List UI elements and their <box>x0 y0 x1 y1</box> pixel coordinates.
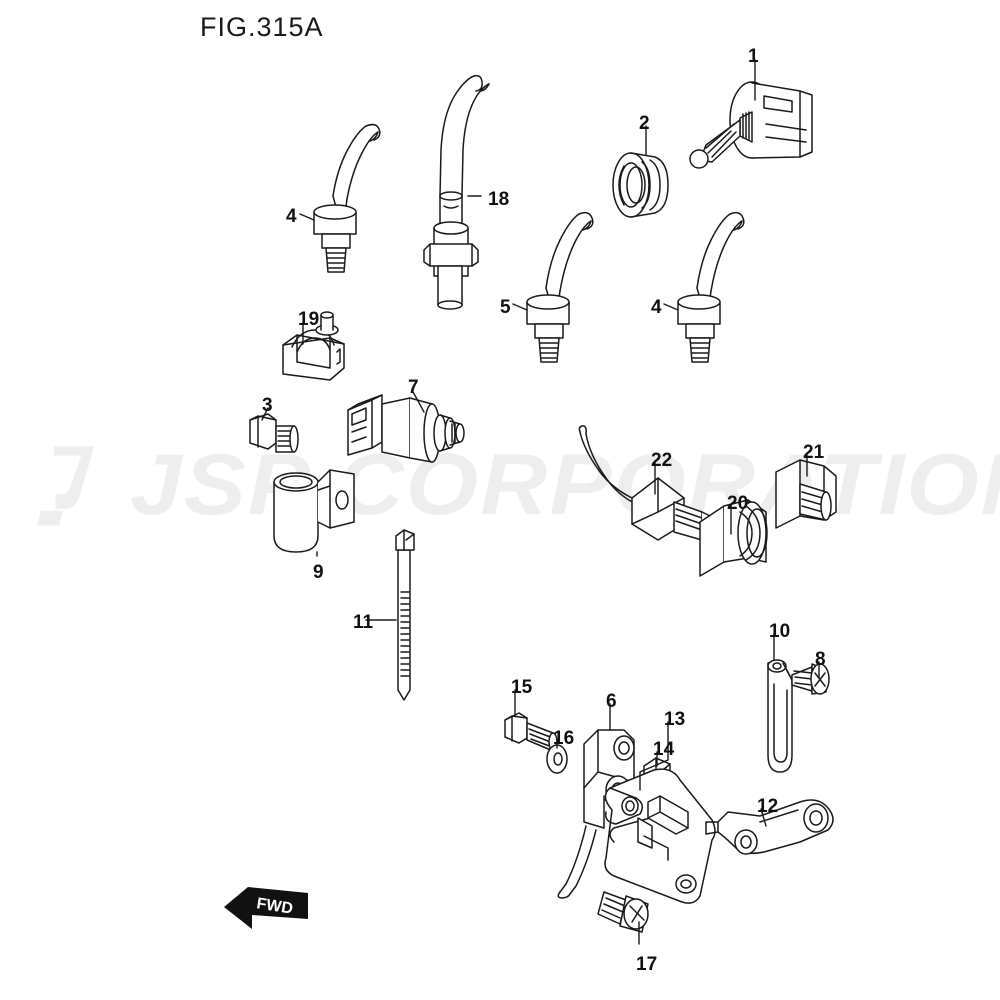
callout-21: 21 <box>803 442 825 463</box>
part-10-slotted-stay <box>767 659 793 773</box>
part-3-bolt <box>249 413 299 453</box>
part-11-cable-tie <box>395 529 415 701</box>
callout-2: 2 <box>639 113 650 134</box>
part-18-oxygen-sensor <box>423 74 490 310</box>
callout-15: 15 <box>511 677 533 698</box>
leader-lines <box>261 59 820 945</box>
part-17-flange-bolt <box>597 891 649 933</box>
callout-16: 16 <box>553 728 575 749</box>
callout-5: 5 <box>500 297 511 318</box>
part-7-pressure-switch <box>347 394 465 463</box>
callout-14: 14 <box>653 739 675 760</box>
callout-4b: 4 <box>651 297 662 318</box>
part-9-clamp-bracket <box>273 469 355 553</box>
callout-12: 12 <box>757 796 779 817</box>
part-8-phillips-screw <box>791 663 830 695</box>
callout-17: 17 <box>636 954 658 975</box>
callout-6: 6 <box>606 691 617 712</box>
callout-4a: 4 <box>286 206 297 227</box>
callout-3: 3 <box>262 395 273 416</box>
callout-13: 13 <box>664 709 686 730</box>
part-15-hex-bolt <box>504 712 558 752</box>
callout-7: 7 <box>408 377 419 398</box>
part-16-washer <box>546 744 568 774</box>
part-13-bracket-plate <box>604 768 716 904</box>
callout-22: 22 <box>651 450 673 471</box>
callout-18: 18 <box>488 189 510 210</box>
part-20-thermo-switch <box>699 499 768 577</box>
fwd-direction-marker: FWD <box>224 887 308 929</box>
callout-19: 19 <box>298 309 320 330</box>
page-title: FIG.315A <box>200 12 324 42</box>
part-4a-sensor-with-lead <box>313 123 381 273</box>
callout-9: 9 <box>313 562 324 583</box>
callout-20: 20 <box>727 493 749 514</box>
part-2-rubber-grommet <box>612 152 669 218</box>
callout-8: 8 <box>815 649 826 670</box>
part-22-temperature-sensor <box>578 425 711 541</box>
callout-1: 1 <box>748 46 759 67</box>
part-5-sensor-with-lead <box>526 211 594 363</box>
callout-10: 10 <box>769 621 791 642</box>
fwd-label: FWD <box>255 895 294 917</box>
part-21-thermo-switch <box>775 459 837 529</box>
part-12-lever-arm <box>705 799 834 855</box>
callout-11: 11 <box>353 612 374 633</box>
part-4b-sensor-with-lead <box>677 211 745 363</box>
part-1-sensor-with-connector <box>689 81 813 169</box>
part-19-wire-clamp <box>282 311 345 381</box>
